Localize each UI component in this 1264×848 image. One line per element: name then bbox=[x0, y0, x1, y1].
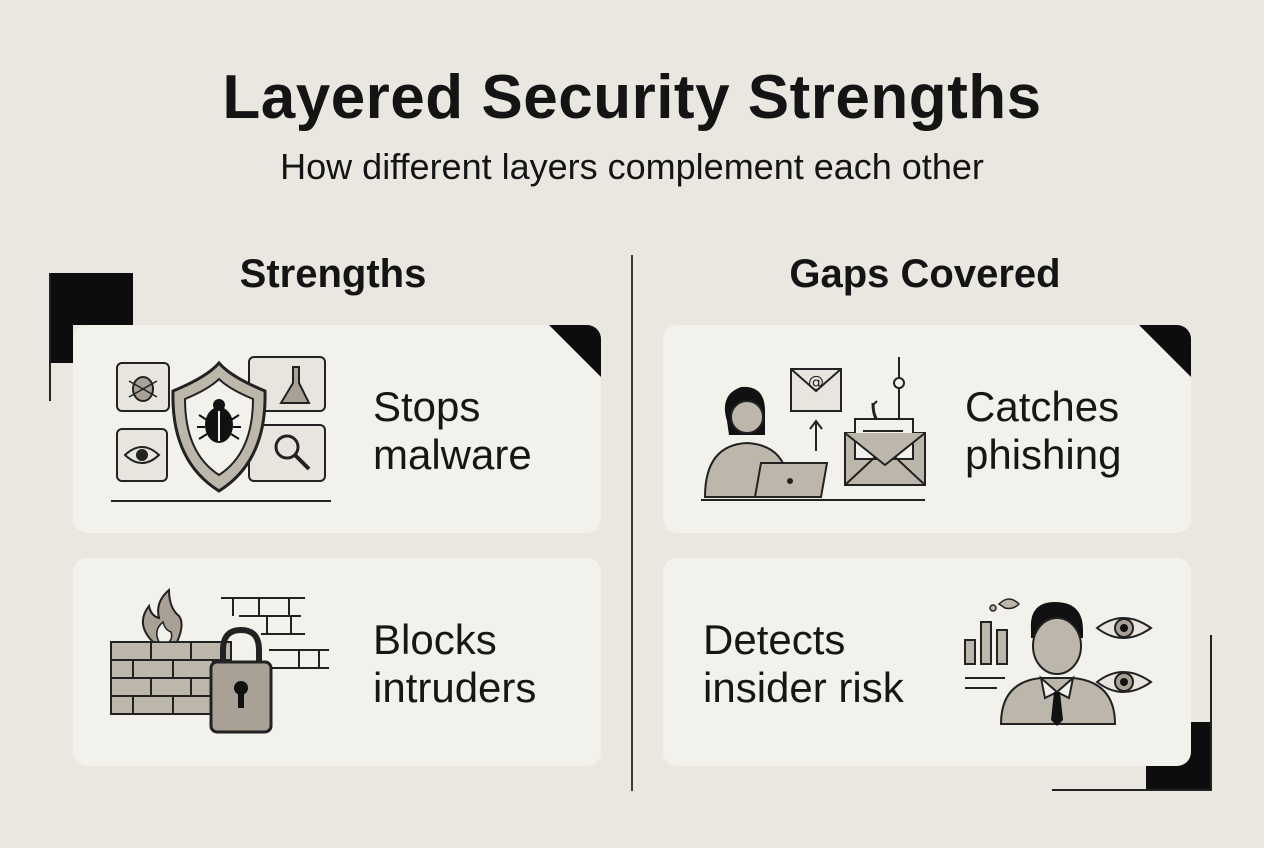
card-label-line1: Blocks bbox=[373, 616, 497, 663]
card-label-line2: intruders bbox=[373, 664, 537, 711]
card-label: Stops malware bbox=[373, 383, 532, 479]
card-label-line1: Stops bbox=[373, 383, 481, 430]
card-blocks-intruders: Blocks intruders bbox=[73, 558, 601, 766]
column-heading-gaps-covered: Gaps Covered bbox=[789, 252, 1061, 296]
card-label-line1: Detects bbox=[703, 616, 846, 663]
page-title: Layered Security Strengths bbox=[222, 63, 1042, 132]
corner-block-top-left-side bbox=[51, 273, 73, 363]
column-heading-strengths: Strengths bbox=[239, 252, 427, 296]
at-symbol: @ bbox=[808, 372, 824, 391]
insider-monitor-icon bbox=[964, 598, 1153, 726]
column-divider bbox=[631, 255, 633, 791]
firewall-lock-icon bbox=[110, 587, 329, 734]
card-catches-phishing: @ Catches phishing bbox=[663, 325, 1191, 533]
card-label: Blocks intruders bbox=[373, 616, 536, 712]
corner-line-bottom-right-v bbox=[1210, 635, 1212, 790]
card-label: Detects insider risk bbox=[703, 616, 904, 712]
card-label-line1: Catches bbox=[965, 383, 1120, 430]
card-detects-insider-risk: Detects insider risk bbox=[663, 558, 1191, 766]
page-subtitle: How different layers complement each oth… bbox=[280, 146, 984, 187]
phishing-email-icon: @ bbox=[701, 325, 1191, 501]
corner-line-top-left bbox=[49, 273, 51, 401]
card-label-line2: insider risk bbox=[703, 664, 904, 711]
card-label: Catches phishing bbox=[965, 383, 1121, 479]
card-label-line2: malware bbox=[373, 431, 532, 478]
card-label-line2: phishing bbox=[965, 431, 1122, 478]
card-stops-malware: Stops malware bbox=[73, 325, 601, 533]
shield-bug-icon bbox=[111, 325, 601, 502]
corner-line-bottom-right-h bbox=[1052, 789, 1212, 791]
